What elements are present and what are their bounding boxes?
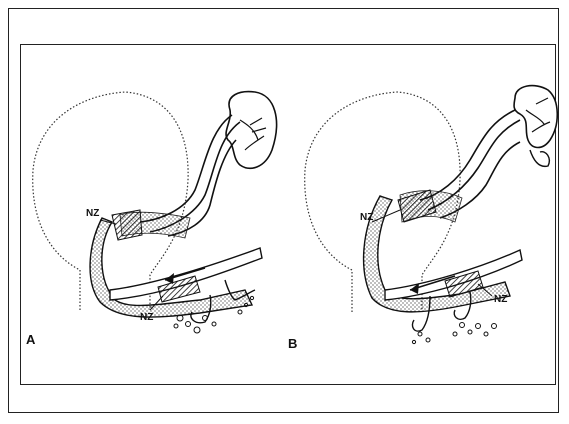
kidney-b — [514, 86, 557, 167]
nz-label-a-lower: NZ — [140, 312, 153, 323]
nz-label-b-lower: NZ — [494, 294, 507, 305]
panel-letter-a: A — [26, 332, 36, 347]
kidney-a — [226, 92, 276, 169]
nz-label-b-upper: NZ — [360, 212, 373, 223]
bladder-outline-a — [33, 92, 188, 310]
nz-label-a-upper: NZ — [86, 208, 99, 219]
nz-zone-a-upper — [112, 210, 142, 240]
panel-b — [305, 86, 558, 344]
panel-a — [33, 92, 277, 333]
panel-letter-b: B — [288, 336, 297, 351]
